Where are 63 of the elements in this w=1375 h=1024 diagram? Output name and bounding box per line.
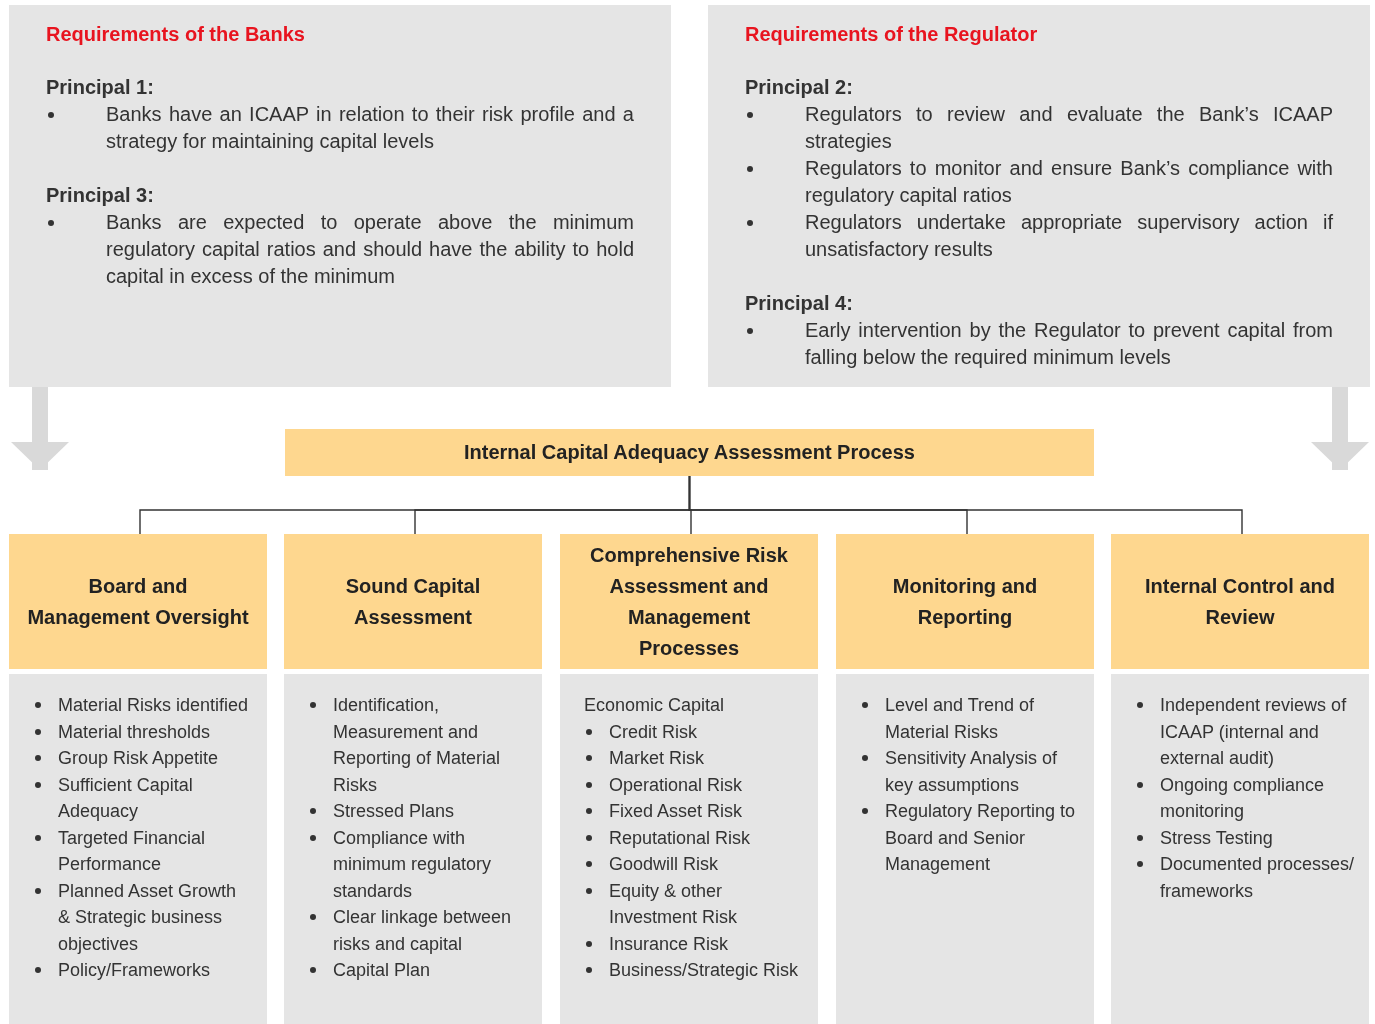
bullet-item: Documented processes/ frameworks	[1160, 853, 1355, 903]
category-title: Board and Management Oversight	[27, 573, 249, 630]
bullet-item: Banks have an ICAAP in relation to their risk profile and a strategy for maintaining capital levels	[106, 102, 634, 154]
bullet-item: Compliance with minimum regulatory standards	[333, 826, 493, 903]
bullet-item: Insurance Risk	[609, 932, 730, 956]
principle-heading: Principal 3:	[46, 183, 155, 208]
bullet-item: Ongoing compliance monitoring	[1160, 773, 1326, 823]
bullet-item: Credit Risk	[609, 720, 698, 744]
category-box	[1111, 534, 1369, 669]
bullet-item: Regulators to review and evaluate the Bank’s ICAAP strategies	[805, 102, 1333, 154]
principle-heading: Principal 4:	[745, 291, 854, 316]
category-title: Internal Control and Review	[1144, 573, 1336, 630]
panel-heading: Requirements of the Banks	[46, 22, 306, 47]
bullet-item: Early intervention by the Regulator to prevent capital from falling below the required minimum levels	[805, 318, 1333, 370]
bullet-item: Regulators undertake appropriate supervisory action if unsatisfactory results	[805, 210, 1333, 262]
bullet-item: Business/Strategic Risk	[609, 959, 800, 982]
bullet-item: Level and Trend of Material Risks	[885, 694, 1036, 744]
requirements-panel	[708, 5, 1370, 387]
requirements-panel	[9, 5, 671, 387]
category-box	[9, 534, 267, 669]
down-arrow	[11, 387, 69, 470]
bullet-item: Clear linkage between risks and capital	[333, 906, 513, 956]
list-heading: Economic Capital	[584, 694, 726, 717]
connector-line	[688, 475, 1243, 535]
principle-heading: Principal 1:	[46, 75, 155, 100]
bullet-item: Policy/Frameworks	[58, 959, 212, 982]
list-panel	[1111, 674, 1369, 1024]
category-title: Sound Capital Assessment	[344, 573, 482, 630]
list-panel	[560, 674, 818, 1024]
panel-heading: Requirements of the Regulator	[745, 22, 1039, 47]
process-title: Internal Capital Adequacy Assessment Process	[464, 441, 915, 464]
bullet-item: Regulatory Reporting to Board and Senior Management	[885, 800, 1077, 876]
bullet-item: Planned Asset Growth & Strategic business objectives	[58, 879, 238, 956]
bullet-item: Group Risk Appetite	[58, 747, 220, 770]
bullet-item: Fixed Asset Risk	[609, 800, 744, 823]
category-box	[284, 534, 542, 669]
bullet-item: Stress Testing	[1160, 826, 1274, 850]
bullet-item: Sensitivity Analysis of key assumptions	[885, 747, 1059, 797]
bullet-item: Capital Plan	[333, 959, 432, 982]
category-title: Comprehensive Risk Assessment and Management Processes	[589, 542, 789, 661]
bullet-item: Independent reviews of ICAAP (internal and external audit)	[1160, 694, 1348, 770]
bullet-item: Regulators to monitor and ensure Bank’s compliance with regulatory capital ratios	[805, 156, 1333, 208]
bullet-item: Goodwill Risk	[609, 853, 720, 876]
bullet-item: Material thresholds	[58, 720, 212, 744]
bullet-item: Identification, Measurement and Reporting of Material Risks	[333, 694, 502, 797]
bullet-item: Market Risk	[609, 747, 705, 770]
bullet-item: Banks are expected to operate above the minimum regulatory capital ratios and should have the ability to hold capital in excess of the minimum	[106, 210, 634, 289]
process-title-box	[285, 429, 1094, 476]
bullet-item: Sufficient Capital Adequacy	[58, 773, 194, 823]
list-panel	[284, 674, 542, 1024]
category-box	[560, 534, 818, 669]
principle-heading: Principal 2:	[745, 75, 854, 100]
bullet-item: Stressed Plans	[333, 800, 456, 823]
bullet-item: Targeted Financial Performance	[58, 826, 207, 876]
bullet-item: Equity & other Investment Risk	[609, 879, 739, 929]
category-title: Monitoring and Reporting	[891, 573, 1039, 630]
list-panel	[836, 674, 1094, 1024]
bullet-item: Material Risks identified	[58, 694, 250, 717]
bullet-item: Reputational Risk	[609, 826, 752, 850]
down-arrow	[1311, 387, 1369, 470]
bullet-item: Operational Risk	[609, 773, 744, 797]
category-box	[836, 534, 1094, 669]
list-panel	[9, 674, 267, 1024]
